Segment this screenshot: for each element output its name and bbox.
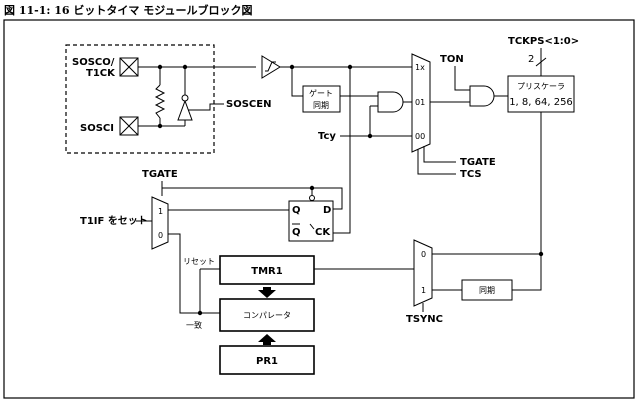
junction-dot bbox=[157, 123, 163, 129]
gate-sync-label-2: 同期 bbox=[313, 101, 329, 110]
clock-source-mux bbox=[411, 53, 431, 153]
sync-label: 同期 bbox=[479, 286, 495, 295]
outer-frame bbox=[3, 19, 635, 399]
ff-q-label: Q bbox=[292, 205, 301, 216]
reset-label: リセット bbox=[183, 257, 215, 266]
match-label: 一致 bbox=[186, 320, 202, 330]
bus-slash bbox=[535, 57, 547, 67]
tgate-top-label: TGATE bbox=[142, 169, 178, 180]
schmitt-trigger-icon bbox=[261, 55, 281, 79]
tsync-mux bbox=[413, 239, 433, 307]
and-gate-icon bbox=[469, 85, 495, 107]
gate-sync-box bbox=[302, 85, 341, 113]
t1if-label: T1IF をセット bbox=[80, 215, 148, 227]
pr1-register bbox=[219, 345, 315, 375]
junction-dot bbox=[347, 64, 353, 70]
t1if-mux-in0: 0 bbox=[158, 231, 163, 240]
sosco-pin bbox=[119, 57, 139, 77]
ff-ck-label: CK bbox=[315, 227, 331, 238]
arrow-down-icon bbox=[258, 287, 276, 298]
tsync-mux-in0: 0 bbox=[421, 250, 426, 259]
and-gate-icon bbox=[377, 91, 404, 113]
junction-dot bbox=[157, 64, 163, 70]
bus-width-label: 2 bbox=[528, 54, 534, 65]
tcs-select-label: TCS bbox=[460, 169, 482, 180]
ff-qbar-label: Q bbox=[292, 227, 301, 238]
resistor-icon bbox=[154, 84, 166, 119]
d-flip-flop bbox=[288, 200, 334, 242]
sosco-label: SOSCO/ bbox=[72, 57, 115, 68]
t1if-mux bbox=[151, 196, 169, 250]
gate-sync-label-1: ゲート bbox=[309, 88, 333, 98]
junction-dot bbox=[182, 64, 188, 70]
comparator-label: コンパレータ bbox=[243, 311, 291, 320]
inverting-bubble bbox=[309, 195, 315, 201]
mux-input-1x: 1x bbox=[415, 63, 425, 72]
pr1-label: PR1 bbox=[256, 356, 278, 367]
tmr1-label: TMR1 bbox=[251, 266, 282, 277]
t1ck-label: T1CK bbox=[86, 68, 116, 79]
soscen-label: SOSCEN bbox=[226, 99, 271, 110]
tgate-select-label: TGATE bbox=[460, 157, 496, 168]
ton-label: TON bbox=[440, 54, 464, 65]
sosci-pin bbox=[119, 116, 139, 136]
t1if-mux-in1: 1 bbox=[158, 207, 163, 216]
arrow-up-icon bbox=[258, 334, 276, 345]
sosci-label: SOSCI bbox=[80, 123, 114, 134]
tmr1-register bbox=[219, 255, 315, 285]
sync-box bbox=[461, 279, 513, 301]
prescaler-label: プリスケーラ bbox=[517, 82, 565, 91]
prescaler-box bbox=[507, 75, 575, 113]
mux-input-01: 01 bbox=[415, 98, 425, 107]
comparator-box bbox=[219, 298, 315, 332]
figure-title: 図 11-1: 16 ビットタイマ モジュールブロック図 bbox=[4, 3, 252, 17]
tsync-mux-in1: 1 bbox=[421, 286, 426, 295]
mux-input-00: 00 bbox=[415, 132, 425, 141]
ff-d-label: D bbox=[323, 205, 331, 216]
tsync-label: TSYNC bbox=[406, 314, 443, 325]
prescaler-ratios: 1, 8, 64, 256 bbox=[509, 97, 573, 108]
tcy-label: Tcy bbox=[318, 131, 336, 142]
oscillator-dashed-box bbox=[65, 44, 215, 154]
tckps-label: TCKPS<1:0> bbox=[508, 36, 579, 47]
